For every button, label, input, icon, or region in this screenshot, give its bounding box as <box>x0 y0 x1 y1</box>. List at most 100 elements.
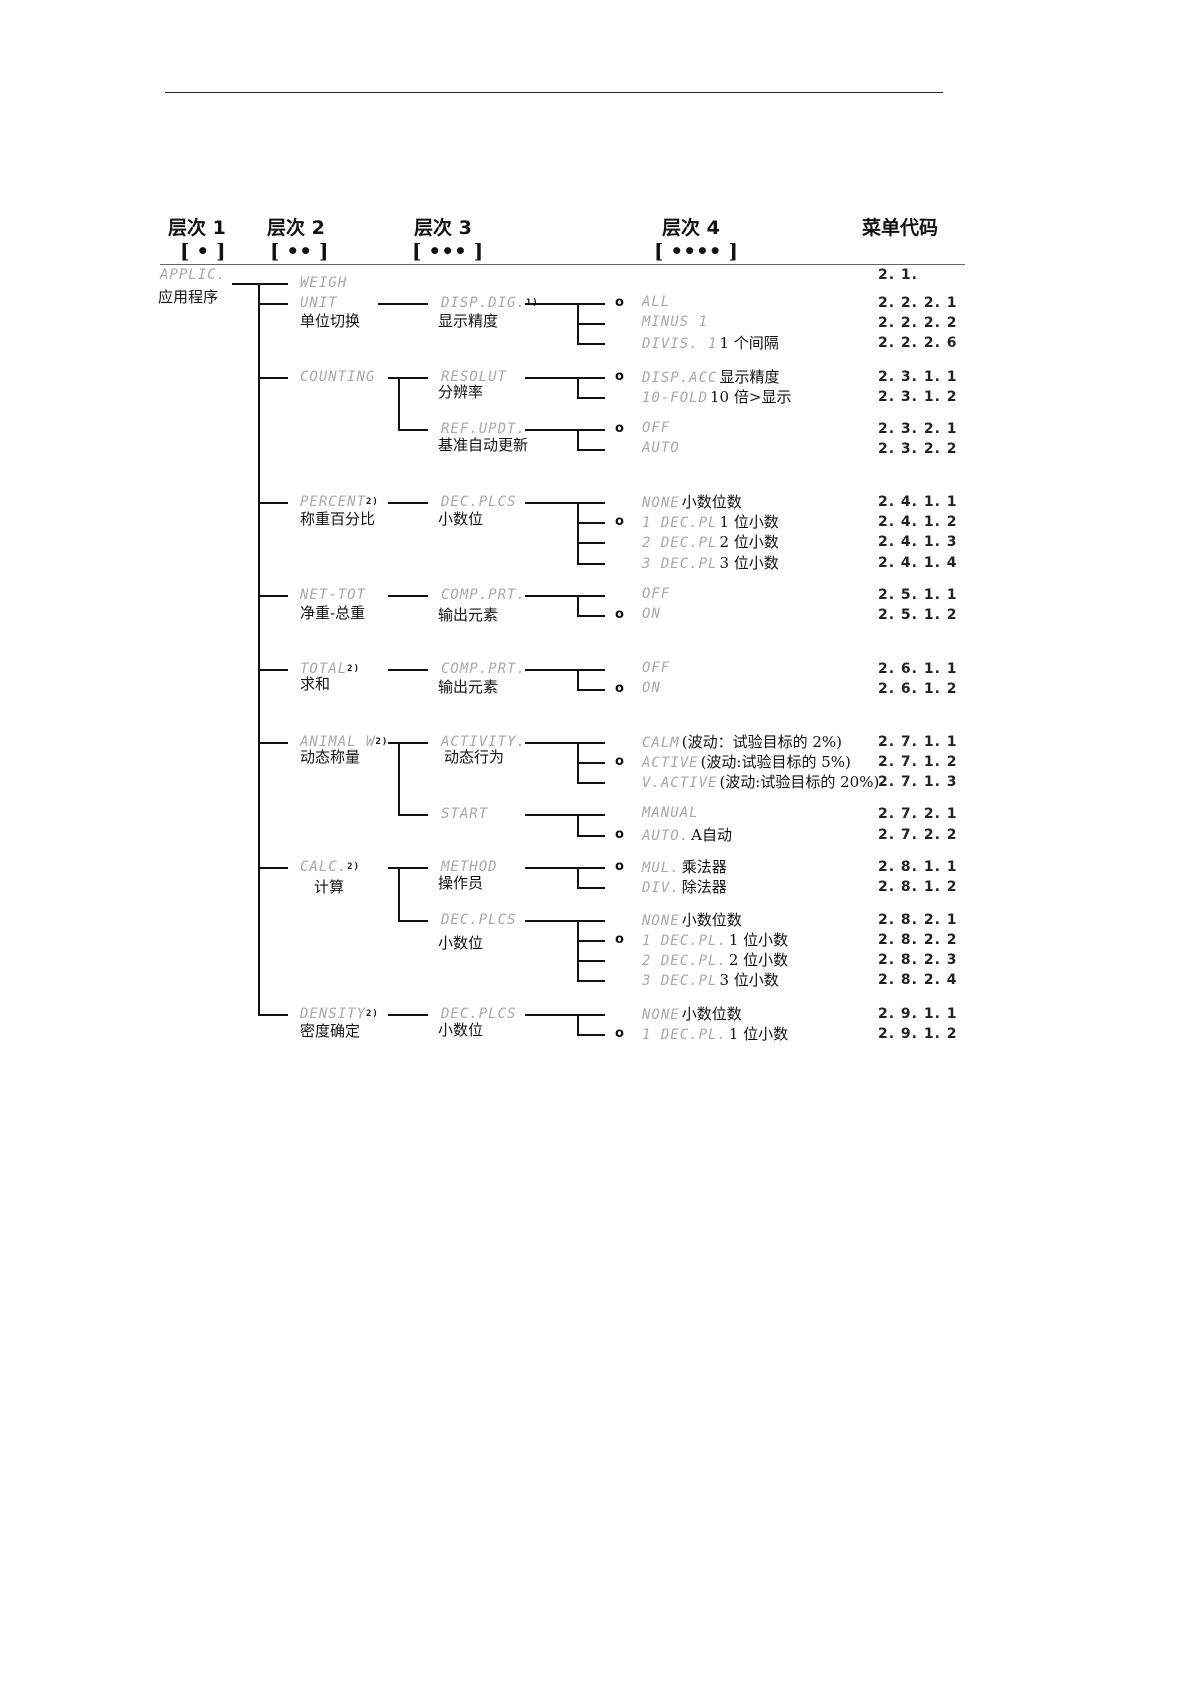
level3-lcd[interactable]: COMP.PRT. <box>441 661 526 677</box>
level2-lcd-text: TOTAL <box>300 661 348 677</box>
level3-lcd-text: COMP.PRT. <box>441 587 526 603</box>
level4-lcd: AUTO. <box>642 828 690 844</box>
header-level-1: 层次 1 <box>168 217 226 239</box>
level4-lcd: 3 DEC.PL <box>642 556 718 572</box>
top-rule <box>165 92 943 93</box>
connector-line <box>577 429 579 451</box>
level3-lcd[interactable]: DEC.PLCS <box>441 494 516 510</box>
level4-option[interactable]: AUTO.A自动 <box>642 826 732 844</box>
connector-line <box>398 377 400 431</box>
connector-line <box>398 377 428 379</box>
level4-option[interactable]: ON <box>642 680 661 696</box>
level4-option[interactable]: 1 DEC.PL.1 位小数 <box>642 931 788 949</box>
level3-label: 输出元素 <box>438 678 499 696</box>
level2-lcd[interactable]: NET-TOT <box>300 587 366 603</box>
menu-code: 2. 7. 1. 2 <box>878 754 958 770</box>
level4-option[interactable]: 1 DEC.PL.1 位小数 <box>642 1025 788 1043</box>
connector-line <box>398 742 400 816</box>
connector-line <box>577 343 605 345</box>
level4-option[interactable]: OFF <box>642 586 670 602</box>
level3-lcd[interactable]: DEC.PLCS <box>441 912 516 928</box>
level4-option[interactable]: OFF <box>642 420 670 436</box>
level4-option[interactable]: DIV.除法器 <box>642 878 727 896</box>
level3-lcd-text: START <box>441 806 489 822</box>
connector-line <box>525 920 605 922</box>
level4-option[interactable]: MANUAL <box>642 805 699 821</box>
connector-line <box>577 940 605 942</box>
level4-option[interactable]: CALM(波动：试验目标的 2%) <box>642 733 842 751</box>
level4-label: 小数位数 <box>681 911 742 929</box>
level4-lcd: DIVIS. 1 <box>642 336 718 352</box>
connector-line <box>577 835 605 837</box>
level4-label: (波动:试验目标的 20%) <box>719 773 880 791</box>
level3-lcd[interactable]: ACTIVITY. <box>441 734 526 750</box>
level4-label: 显示精度 <box>719 368 780 386</box>
header-level-2-bracket: [ •• ] <box>270 239 329 263</box>
level2-lcd[interactable]: TOTAL2) <box>300 661 360 677</box>
connector-line <box>577 867 579 889</box>
connector-line <box>577 502 579 565</box>
level2-lcd[interactable]: UNIT <box>300 295 338 311</box>
header-level-1-bracket: [ • ] <box>180 239 226 263</box>
menu-code: 2. 4. 1. 3 <box>878 534 958 550</box>
level4-option[interactable]: ACTIVE(波动:试验目标的 5%) <box>642 753 851 771</box>
menu-code: 2. 8. 2. 2 <box>878 932 958 948</box>
connector-line <box>577 449 605 451</box>
level4-label: 1 位小数 <box>728 1025 789 1043</box>
menu-code: 2. 8. 2. 3 <box>878 952 958 968</box>
level4-option[interactable]: 2 DEC.PL.2 位小数 <box>642 951 788 969</box>
level4-lcd: 2 DEC.PL <box>642 535 718 551</box>
level2-lcd-text: NET-TOT <box>300 587 367 603</box>
level3-lcd[interactable]: REF.UPDT. <box>441 421 526 437</box>
level3-lcd[interactable]: METHOD <box>441 859 498 875</box>
level4-option[interactable]: ON <box>642 606 661 622</box>
level4-option[interactable]: AUTO <box>642 440 680 456</box>
menu-code: 2. 4. 1. 4 <box>878 555 958 571</box>
level3-label: 小数位 <box>438 510 484 528</box>
level4-option[interactable]: MINUS 1 <box>642 314 708 330</box>
footnote-marker: 2) <box>347 664 360 674</box>
level3-lcd[interactable]: DEC.PLCS <box>441 1006 516 1022</box>
menu-code: 2. 8. 1. 1 <box>878 859 958 875</box>
connector-line <box>577 1034 605 1036</box>
level4-label: A自动 <box>691 826 732 844</box>
level4-lcd: ACTIVE <box>642 755 699 771</box>
level3-lcd[interactable]: START <box>441 806 488 822</box>
level4-lcd: MUL. <box>642 860 680 876</box>
level3-lcd[interactable]: RESOLUT <box>441 369 507 385</box>
level3-label: 显示精度 <box>438 312 499 330</box>
header-menu-code: 菜单代码 <box>862 217 939 239</box>
level4-option[interactable]: V.ACTIVE(波动:试验目标的 20%) <box>642 773 879 791</box>
level2-lcd[interactable]: COUNTING <box>300 369 375 385</box>
level4-option[interactable]: OFF <box>642 660 670 676</box>
level2-lcd[interactable]: WEIGH <box>300 275 347 291</box>
level2-lcd-text: DENSITY <box>300 1006 367 1022</box>
level3-lcd-text: METHOD <box>441 859 498 875</box>
level2-lcd[interactable]: ANIMAL W2) <box>300 734 388 750</box>
level2-lcd[interactable]: DENSITY2) <box>300 1006 379 1022</box>
menu-code: 2. 9. 1. 1 <box>878 1006 958 1022</box>
level4-option[interactable]: ALL <box>642 294 670 310</box>
connector-line <box>577 814 579 837</box>
connector-line <box>525 303 605 305</box>
level3-lcd[interactable]: COMP.PRT. <box>441 587 526 603</box>
menu-code: 2. 8. 2. 4 <box>878 972 958 988</box>
level2-lcd[interactable]: PERCENT2) <box>300 494 379 510</box>
connector-line <box>388 502 428 504</box>
selected-indicator: o <box>615 295 624 310</box>
footnote-marker: 2) <box>366 497 379 507</box>
level2-lcd-text: ANIMAL W <box>300 734 376 750</box>
connector-level2 <box>258 283 288 285</box>
level4-option[interactable]: MUL.乘法器 <box>642 858 727 876</box>
level2-lcd[interactable]: CALC.2) <box>300 859 360 875</box>
